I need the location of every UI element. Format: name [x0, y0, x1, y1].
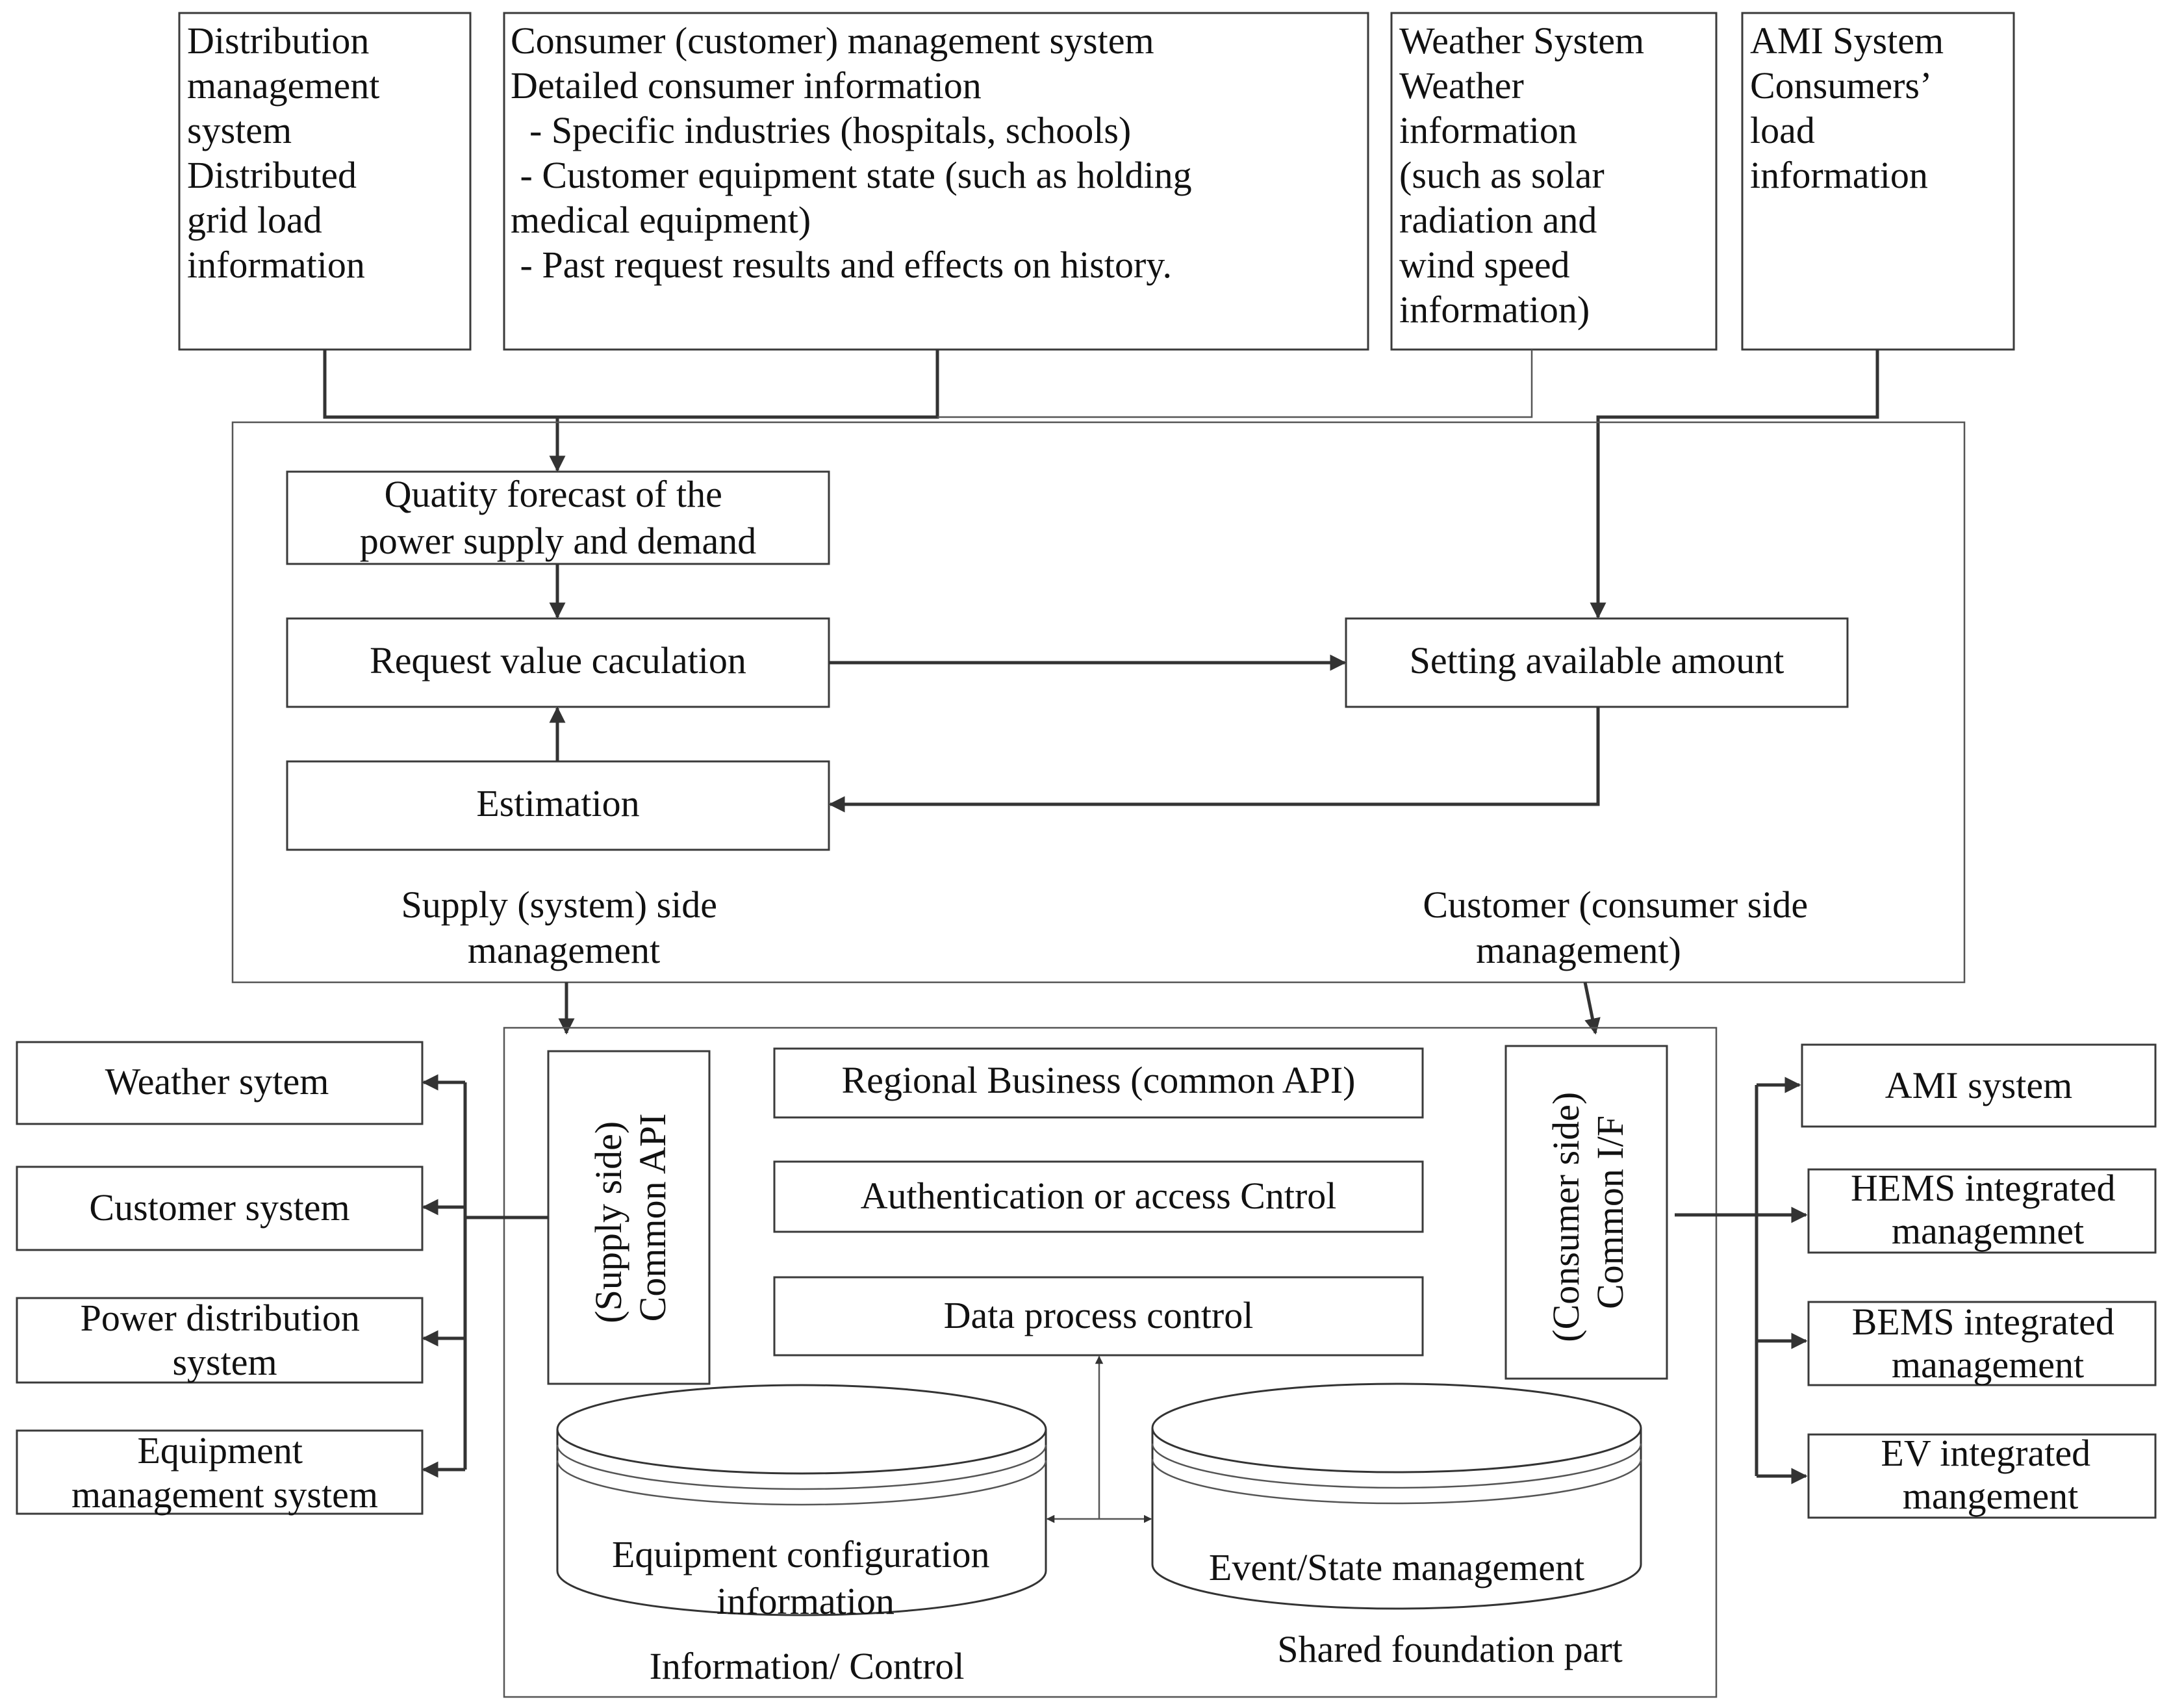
source-consumer-management-system: Consumer (customer) management system De…: [503, 12, 1369, 351]
power-target-text: Power distribution system: [81, 1297, 370, 1383]
ami-text: AMI System Consumers’ load information: [1750, 19, 1953, 196]
customer-to-platform-arrow: [1583, 982, 1601, 1035]
event-db-text: Event/State management: [1209, 1546, 1584, 1588]
information-control-label: Information/ Control: [650, 1645, 965, 1687]
customer-side-label: Customer (consumer side management): [1423, 884, 1817, 971]
shared-foundation-label: Shared foundation part: [1277, 1628, 1623, 1670]
regional-text: Regional Business (common API): [841, 1059, 1355, 1101]
estimation-box: Estimation: [286, 760, 830, 851]
weather-text: Weather System Weather information (such…: [1399, 19, 1654, 331]
consumer-side-common-if-box: (Consumer side) Common I/F: [1504, 1045, 1668, 1380]
regional-business-box: Regional Business (common API): [773, 1047, 1424, 1119]
weather-target-text: Weather sytem: [105, 1060, 329, 1103]
equip-db-text: Equipment configuration information: [612, 1533, 999, 1622]
ami-target-text: AMI system: [1885, 1064, 2072, 1106]
dms-to-forecast-connector: [323, 350, 557, 419]
customer-system-target: Customer system: [16, 1166, 424, 1251]
setting-text: Setting available amount: [1410, 639, 1784, 682]
cms-to-forecast-connector: [557, 350, 939, 419]
dms-text: Distribution management system Distribut…: [187, 19, 389, 286]
bems-target: BEMS integrated management: [1807, 1301, 2157, 1386]
equipment-configuration-database: Equipment configuration information: [556, 1384, 1047, 1622]
weather-connector: [937, 350, 1533, 418]
weather-system-target: Weather sytem: [16, 1041, 424, 1125]
equipment-management-system-target: Equipment management system: [16, 1429, 424, 1516]
customer-target-text: Customer system: [89, 1186, 349, 1229]
setting-to-estimation-arrow: [828, 707, 1600, 813]
ami-system-target: AMI system: [1801, 1043, 2157, 1128]
supply-api-text: (Supply side) Common API: [587, 1112, 674, 1323]
request-text: Request value caculation: [370, 639, 746, 682]
supply-side-common-api-box: (Supply side) Common API: [547, 1050, 711, 1385]
management-frame: [231, 421, 1966, 984]
source-distribution-management-system: Distribution management system Distribut…: [178, 12, 472, 351]
estimation-text: Estimation: [476, 782, 639, 824]
ev-target-text: EV integrated mangement: [1881, 1432, 2100, 1517]
dpc-text: Data process control: [944, 1294, 1254, 1336]
authentication-box: Authentication or access Cntrol: [773, 1160, 1424, 1233]
forecast-box: Quatity forecast of the power supply and…: [286, 470, 830, 565]
source-ami-system: AMI System Consumers’ load information: [1741, 12, 2015, 351]
supply-side-label: Supply (system) side management: [401, 884, 726, 971]
forecast-text: Quatity forecast of the power supply and…: [360, 473, 756, 562]
source-weather-system: Weather System Weather information (such…: [1390, 12, 1718, 351]
setting-available-amount-box: Setting available amount: [1345, 617, 1849, 708]
ami-to-setting-arrow: [1590, 350, 1879, 619]
ev-target: EV integrated mangement: [1807, 1432, 2157, 1519]
cms-text: Consumer (customer) management system De…: [511, 19, 1201, 286]
request-value-calculation-box: Request value caculation: [286, 617, 830, 708]
bems-target-text: BEMS integrated management: [1852, 1301, 2124, 1386]
auth-text: Authentication or access Cntrol: [861, 1175, 1337, 1217]
hems-target-text: HEMS integrated managemnet: [1851, 1167, 2125, 1252]
power-distribution-system-target: Power distribution system: [16, 1297, 424, 1384]
hems-target: HEMS integrated managemnet: [1807, 1167, 2157, 1254]
platform-frame: [503, 1026, 1718, 1698]
event-state-management-database: Event/State management: [1151, 1383, 1642, 1610]
data-process-control-box: Data process control: [773, 1276, 1424, 1357]
equipment-target-text: Equipment management system: [71, 1429, 378, 1516]
consumer-if-text: (Consumer side) Common I/F: [1545, 1082, 1631, 1342]
